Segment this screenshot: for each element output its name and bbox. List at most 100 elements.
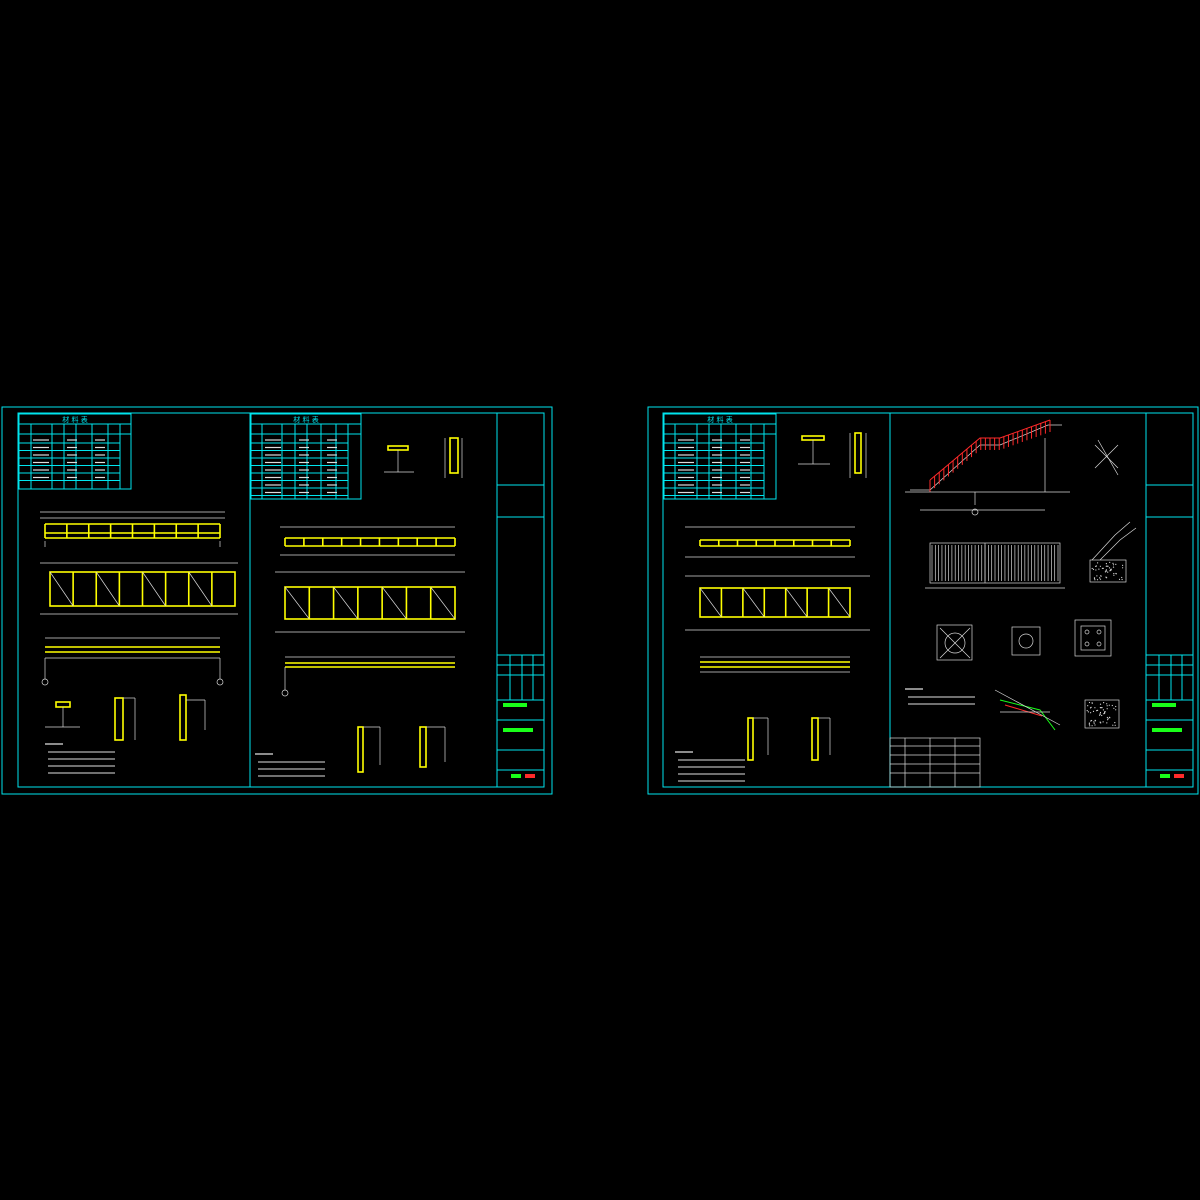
concrete-hatch-dot [1101, 567, 1103, 570]
concrete-hatch-dot [1111, 704, 1113, 707]
concrete-hatch-dot [1110, 569, 1112, 572]
concrete-hatch-dot [1106, 716, 1108, 719]
sheet-2-outer-border [647, 406, 1199, 795]
concrete-hatch-dot [1095, 569, 1097, 571]
material-table-1: 材 料 表 [18, 413, 132, 490]
sheet-1-outer-border [1, 406, 553, 795]
concrete-hatch-dot [1089, 725, 1091, 727]
concrete-hatch-dot [1107, 718, 1109, 720]
concrete-hatch-dot [1105, 570, 1107, 572]
sheet-2-title-block [1145, 412, 1194, 788]
truss-brace [785, 587, 808, 618]
concrete-hatch-dot [1093, 721, 1095, 723]
concrete-hatch-dot [1101, 707, 1103, 709]
concrete-hatch-dot [1099, 713, 1101, 715]
section-details-sheet2-bottom [747, 717, 831, 761]
concrete-hatch-dot [1087, 711, 1089, 713]
concrete-hatch-dot [1099, 565, 1101, 567]
stair-connection-detail [1089, 521, 1137, 583]
notes-right [255, 753, 325, 777]
concrete-hatch-dot [1115, 563, 1117, 566]
concrete-hatch-dot [1086, 710, 1088, 712]
title-block-green-stamp [503, 703, 527, 707]
concrete-hatch-dot [1087, 705, 1089, 707]
truss-brace [828, 587, 851, 618]
concrete-hatch-dot [1091, 725, 1093, 727]
concrete-hatch-dot [1121, 578, 1123, 581]
stair-stringer-detail [994, 689, 1120, 731]
concrete-hatch-dot [1091, 702, 1093, 704]
concrete-hatch-dot [1102, 709, 1104, 711]
concrete-hatch-dot [1106, 708, 1108, 710]
concrete-hatch-dot [1099, 711, 1102, 714]
truss-brace [95, 571, 120, 607]
concrete-hatch-dot [1099, 703, 1102, 705]
truss-plan-sheet2 [685, 575, 870, 631]
section-details-left [45, 694, 206, 741]
concrete-hatch-dot [1112, 562, 1114, 565]
concrete-hatch-dot [1096, 575, 1098, 577]
concrete-hatch-dot [1093, 577, 1096, 579]
truss-brace [188, 571, 213, 607]
truss-elevation-right [280, 526, 456, 556]
concrete-hatch-dot [1107, 719, 1109, 721]
concrete-hatch-dot [1106, 705, 1108, 707]
concrete-hatch-dot [1104, 571, 1106, 573]
concrete-hatch-dot [1103, 702, 1105, 704]
concrete-hatch-dot [1096, 579, 1099, 581]
concrete-hatch-dot [1092, 710, 1095, 713]
concrete-hatch-dot [1097, 709, 1099, 712]
truss-brace [142, 571, 166, 607]
concrete-hatch-dot [1102, 567, 1104, 569]
material-table-3-title: 材 料 表 [707, 415, 732, 424]
concrete-hatch-dot [1091, 567, 1093, 570]
concrete-hatch-dot [1094, 579, 1096, 581]
concrete-hatch-dot [1118, 578, 1121, 581]
notes-left [45, 743, 115, 774]
truss-bottom-left [41, 637, 224, 686]
concrete-hatch-dot [1092, 568, 1095, 571]
concrete-hatch-dot [1094, 707, 1096, 709]
concrete-hatch-dot [1093, 722, 1095, 724]
concrete-hatch-dot [1122, 564, 1124, 567]
concrete-hatch-dot [1099, 578, 1102, 580]
concrete-hatch-dot [1094, 724, 1096, 726]
concrete-hatch-dot [1100, 722, 1102, 724]
concrete-hatch-dot [1093, 578, 1096, 580]
truss-brace [742, 587, 765, 618]
truss-elevation-sheet2 [685, 526, 855, 558]
concrete-hatch-dot [1099, 577, 1101, 579]
concrete-hatch-dot [1109, 570, 1111, 572]
sheet-1-title-block [496, 412, 545, 788]
concrete-hatch-dot [1104, 712, 1106, 714]
concrete-hatch-dot [1088, 723, 1090, 725]
truss-brace [430, 586, 456, 620]
concrete-hatch-dot [1114, 722, 1116, 724]
concrete-hatch-dot [1106, 703, 1108, 705]
section-details-sheet2-top [798, 432, 867, 478]
concrete-hatch-dot [1108, 704, 1110, 706]
concrete-hatch-dot [1121, 576, 1123, 579]
concrete-hatch-dot [1097, 562, 1099, 564]
section-details-top-right [384, 437, 463, 478]
concrete-hatch-dot [1106, 577, 1108, 579]
concrete-hatch-dot [1100, 707, 1102, 709]
concrete-hatch-dot [1105, 569, 1107, 571]
concrete-hatch-dot [1094, 719, 1096, 722]
truss-bottom-right [281, 656, 455, 697]
concrete-hatch-dot [1115, 572, 1117, 575]
concrete-hatch-dot [1100, 575, 1102, 577]
notes-sheet2 [675, 751, 745, 782]
concrete-hatch-dot [1095, 565, 1097, 567]
truss-elevation-left [40, 511, 225, 547]
concrete-hatch-dot [1099, 714, 1101, 716]
concrete-hatch-dot [1108, 716, 1110, 719]
concrete-hatch-dot [1113, 574, 1115, 576]
concrete-hatch-dot [1113, 707, 1115, 709]
concrete-hatch-dot [1115, 709, 1117, 711]
concrete-hatch-dot [1107, 571, 1109, 573]
base-plate-details [936, 619, 1112, 661]
concrete-hatch-dot [1088, 701, 1091, 704]
concrete-hatch-dot [1096, 710, 1098, 712]
